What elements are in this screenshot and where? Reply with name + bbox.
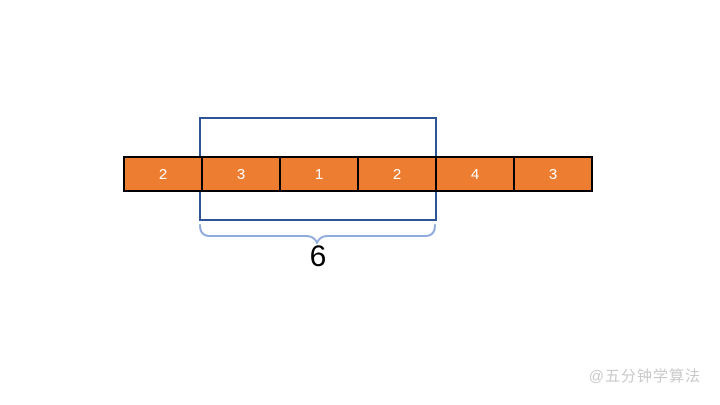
array-cell-4: 4	[435, 156, 515, 192]
array-cell-value: 3	[236, 165, 246, 183]
watermark-text: @五分钟学算法	[588, 368, 701, 385]
array-cell-value: 2	[158, 165, 168, 183]
array-row: 2 3 1 2 4 3	[123, 156, 593, 192]
array-cell-1: 3	[201, 156, 281, 192]
array-cell-value: 1	[314, 165, 324, 183]
underbrace-path	[199, 224, 436, 244]
array-cell-value: 2	[392, 165, 402, 183]
array-cell-value: 3	[548, 165, 558, 183]
array-cell-value: 4	[470, 165, 480, 183]
array-cell-0: 2	[123, 156, 203, 192]
underbrace-icon	[199, 224, 436, 244]
array-cell-3: 2	[357, 156, 437, 192]
window-sum-label: 6	[309, 240, 327, 273]
array-cell-5: 3	[513, 156, 593, 192]
array-cell-2: 1	[279, 156, 359, 192]
